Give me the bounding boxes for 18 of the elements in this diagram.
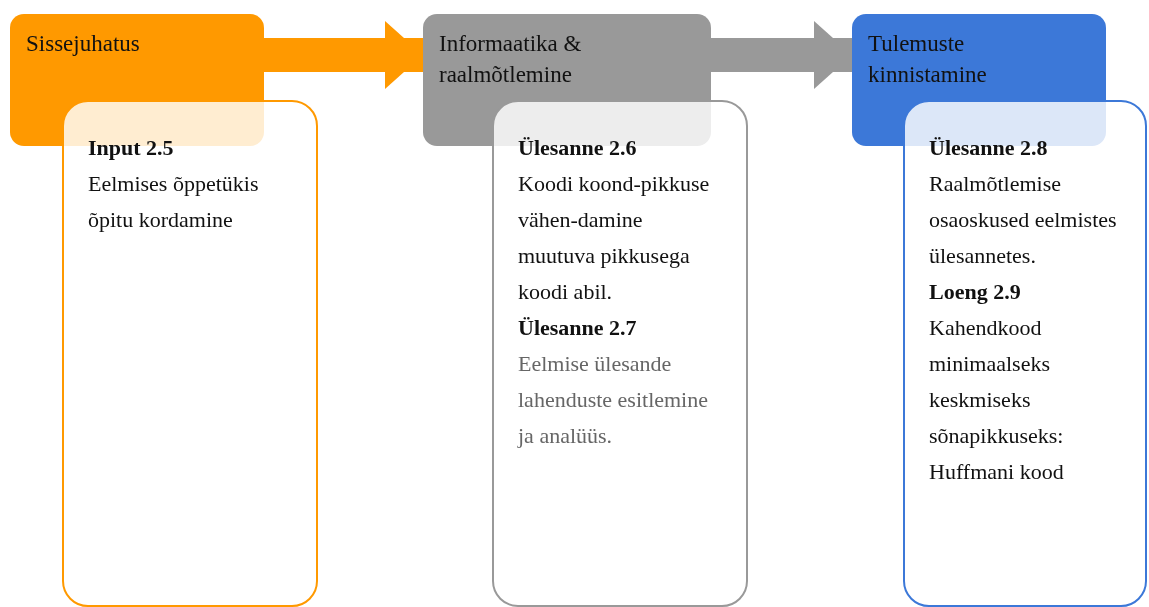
task-description: Kahendkood minimaalseks keskmiseks sõnapikkuseks: Huffmani kood: [929, 314, 1065, 486]
task-description: Koodi koond-pikkuse vähen-damine muutuva pikkusega koodi abil.: [518, 170, 710, 306]
task-heading: Ülesanne 2.7: [518, 314, 638, 342]
task-description: Eelmise ülesande lahenduste esitlemine ja analüüs.: [518, 350, 709, 450]
stage-title: Sissejuhatus: [26, 30, 141, 58]
task-heading: Input 2.5: [88, 134, 175, 162]
task-heading: Ülesanne 2.8: [929, 134, 1049, 162]
task-heading: Loeng 2.9: [929, 278, 1022, 306]
activity-card: [903, 100, 1147, 607]
task-description: Eelmises õppetükis õpitu kordamine: [88, 170, 260, 234]
stage-title: Tulemuste kinnistamine: [868, 30, 988, 89]
task-heading: Ülesanne 2.6: [518, 134, 638, 162]
block-arrow: [264, 21, 423, 89]
block-arrow: [711, 21, 852, 89]
activity-card: [62, 100, 318, 607]
task-description: Raalmõtlemise osaoskused eelmistes ülesannetes.: [929, 170, 1118, 270]
activity-card: [492, 100, 748, 607]
stage-title: Informaatika & raalmõtlemine: [439, 30, 583, 89]
